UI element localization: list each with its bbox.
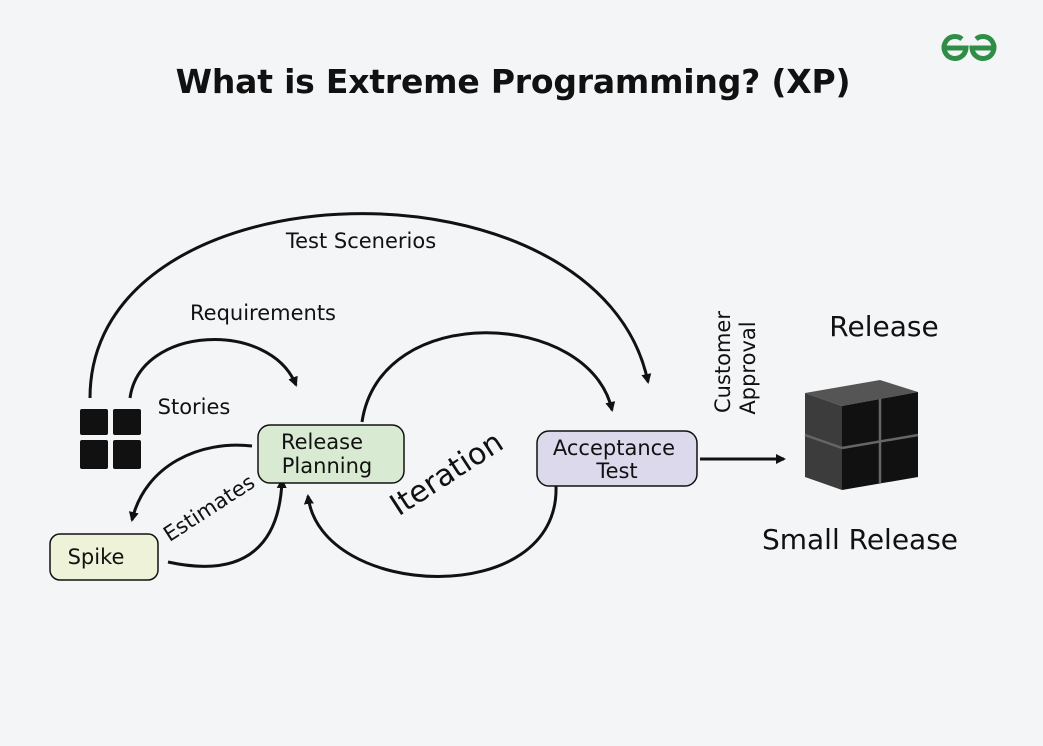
cube-icon xyxy=(804,380,919,490)
spike-label: Spike xyxy=(68,545,125,569)
estimates-arrow xyxy=(167,478,287,568)
estimates-label: Estimates xyxy=(159,470,259,547)
test-scenarios-label: Test Scenerios xyxy=(285,229,436,253)
acceptance-test-line1: Acceptance xyxy=(553,436,675,460)
customer-label: Customer xyxy=(711,311,735,413)
acceptance-test-node: Acceptance Test xyxy=(536,430,698,487)
stories-label: Stories xyxy=(158,395,231,419)
spike-node: Spike xyxy=(49,533,159,581)
approval-label: Approval xyxy=(736,321,760,414)
release-planning-line1: Release xyxy=(281,430,363,454)
grid-squares-icon xyxy=(80,409,141,469)
geeksforgeeks-logo-icon xyxy=(941,34,997,61)
release-label: Release xyxy=(829,310,938,343)
release-planning-line2: Planning xyxy=(282,454,372,478)
release-planning-node: Release Planning xyxy=(257,424,405,484)
iteration-top-arrow xyxy=(360,331,616,423)
test-scenarios-arrow xyxy=(88,212,652,399)
acceptance-test-line2: Test xyxy=(595,459,637,483)
requirements-arrow xyxy=(128,338,298,399)
planning-to-spike-arrow xyxy=(128,443,253,522)
requirements-label: Requirements xyxy=(190,301,336,325)
iteration-bottom-arrow xyxy=(303,485,558,578)
page-title: What is Extreme Programming? (XP) xyxy=(175,62,851,101)
small-release-label: Small Release xyxy=(762,523,958,556)
